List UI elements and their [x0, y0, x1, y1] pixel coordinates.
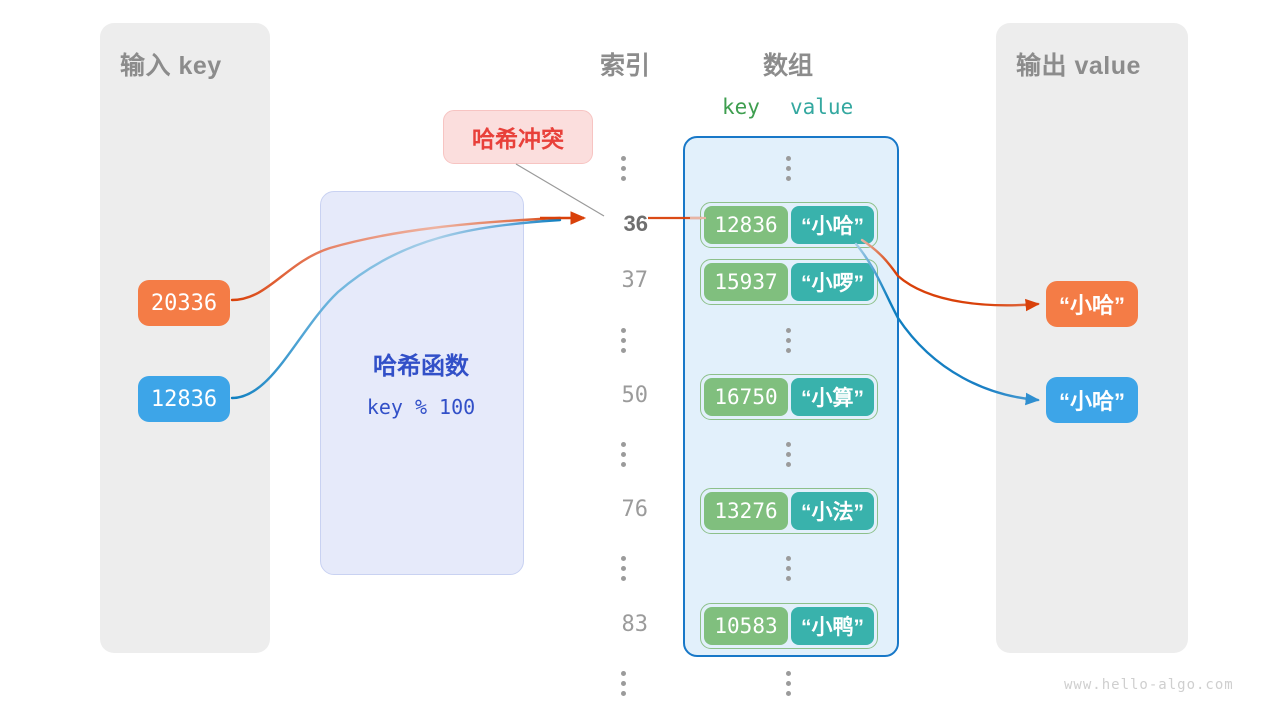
- index-ellipsis: [621, 442, 626, 467]
- index-ellipsis: [621, 556, 626, 582]
- array-column-heading: 数组: [762, 52, 813, 80]
- output-value-top: “小哈”: [1046, 281, 1138, 327]
- index-label-37: 37: [621, 268, 649, 294]
- hash-function-box: [320, 191, 524, 575]
- hash-collision-callout: 哈希冲突: [443, 110, 593, 164]
- bucket-key: 13276: [704, 492, 788, 531]
- bucket-value: “小鸭”: [791, 606, 874, 645]
- index-label-83: 83: [621, 611, 649, 637]
- index-column-heading: 索引: [599, 52, 650, 80]
- output-panel-title: 输出 value: [1016, 52, 1141, 80]
- bucket-value: “小法”: [791, 492, 874, 531]
- bucket-key: 15937: [704, 263, 788, 302]
- bucket-cell-50: 16750“小算”: [700, 373, 878, 420]
- watermark: www.hello-algo.com: [1064, 677, 1234, 693]
- index-label-36: 36: [623, 211, 648, 237]
- hash-function-title: 哈希函数: [373, 353, 469, 380]
- bucket-value: “小算”: [791, 377, 874, 416]
- bucket-key: 10583: [704, 606, 788, 645]
- index-ellipsis: [621, 156, 626, 181]
- input-key-20336: 20336: [138, 280, 230, 326]
- array-ellipsis: [786, 156, 791, 181]
- bucket-value: “小啰”: [791, 263, 874, 302]
- bucket-key: 12836: [704, 206, 788, 245]
- array-ellipsis: [786, 327, 791, 353]
- bucket-cell-83: 10583“小鸭”: [700, 602, 878, 649]
- input-key-12836: 12836: [138, 376, 230, 422]
- array-ellipsis: [786, 556, 791, 582]
- value-column-heading: value: [790, 95, 854, 119]
- output-value-bottom: “小哈”: [1046, 377, 1138, 423]
- input-panel: [100, 23, 270, 653]
- index-label-76: 76: [621, 497, 649, 523]
- index-label-50: 50: [621, 382, 649, 408]
- bucket-cell-37: 15937“小啰”: [700, 259, 878, 306]
- hash-collision-label: 哈希冲突: [472, 126, 564, 152]
- bucket-cell-36: 12836“小哈”: [700, 202, 878, 249]
- input-panel-title: 输入 key: [120, 52, 222, 80]
- hash-function-formula: key % 100: [366, 395, 476, 419]
- array-ellipsis: [786, 670, 791, 696]
- bucket-key: 16750: [704, 377, 788, 416]
- index-ellipsis: [621, 670, 626, 696]
- bucket-value: “小哈”: [791, 206, 874, 245]
- bucket-cell-76: 13276“小法”: [700, 488, 878, 535]
- index-ellipsis: [621, 327, 626, 353]
- key-column-heading: key: [722, 95, 760, 119]
- array-ellipsis: [786, 442, 791, 467]
- output-panel: [996, 23, 1188, 653]
